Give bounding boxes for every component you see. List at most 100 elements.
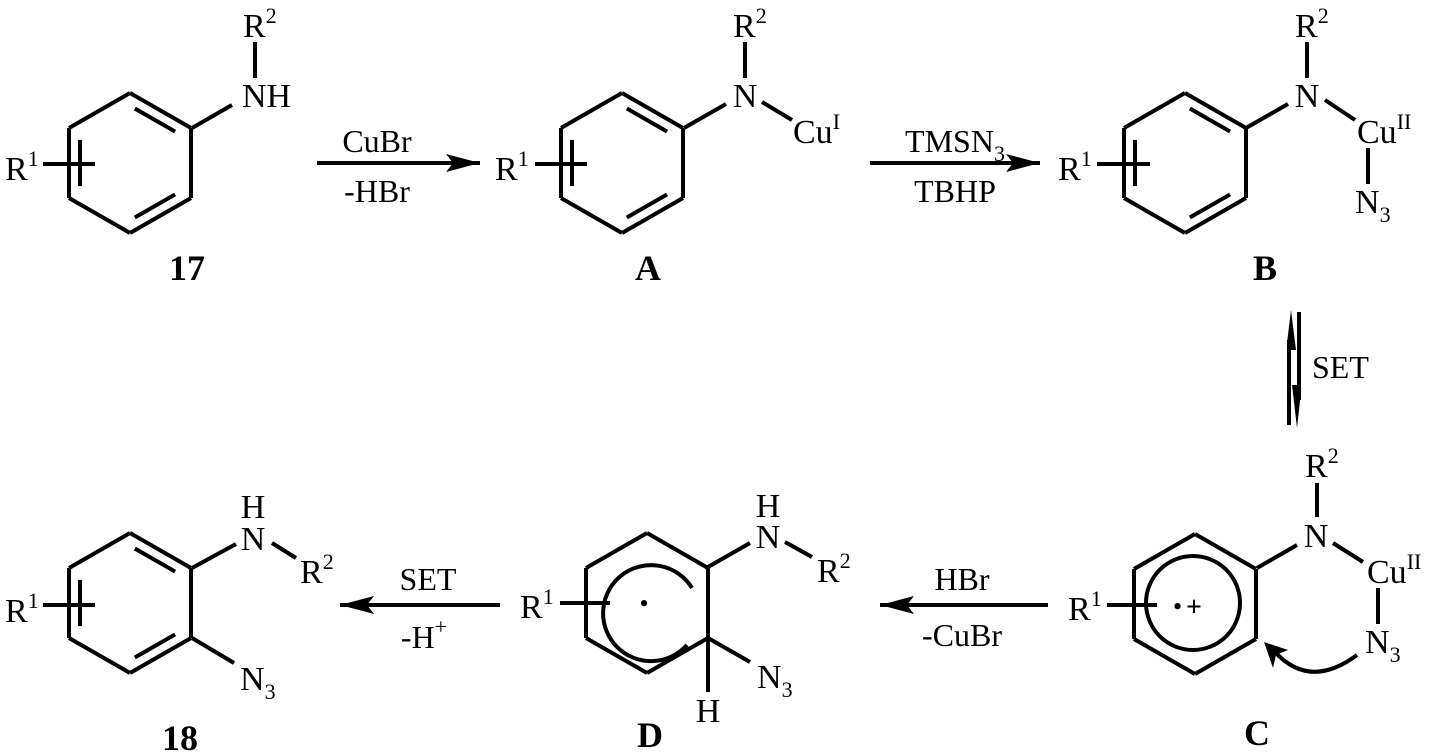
curved-arrow-head	[1264, 642, 1288, 668]
arrow-step-4: HBr -CuBr	[922, 561, 1002, 653]
n-ring-bond	[191, 103, 233, 130]
ring-bond	[68, 196, 131, 235]
radical-dot: •	[1173, 592, 1182, 621]
r2-substituent: R2	[733, 3, 767, 45]
ring-n3-bond	[707, 636, 751, 664]
ring-bond	[68, 531, 131, 570]
ring-bond	[68, 91, 131, 130]
r1-substituent: R1	[1068, 586, 1102, 628]
ring-bond	[68, 636, 131, 675]
reagent-above: HBr	[934, 561, 989, 597]
azide-group: N3	[240, 661, 276, 704]
ring-double-bond	[133, 546, 177, 574]
nitrogen-atom: N	[1295, 78, 1320, 115]
reagent-below: -H+	[401, 614, 447, 655]
ring-double-bond	[133, 632, 177, 660]
r2-substituent: R2	[817, 548, 851, 590]
r1-substituent: R1	[5, 146, 39, 188]
ring-double-bond	[133, 106, 177, 134]
arrow-step-2-head	[1006, 154, 1040, 172]
intermediate-c: R1 R2 N CuII N3 • + C	[1068, 443, 1421, 753]
reagent-above: CuBr	[342, 123, 412, 159]
n-ring-bond	[191, 542, 237, 570]
ring-bond	[1184, 91, 1247, 130]
nitrogen-atom: N	[241, 521, 266, 558]
nitrogen-atom: N	[1304, 518, 1329, 555]
arrow-step-5-head	[340, 596, 374, 614]
ring-bond	[585, 636, 648, 675]
ring-double-bond	[1188, 106, 1232, 134]
ring-bond	[1184, 196, 1247, 235]
product-18: R1 H N R2 N3 18	[5, 489, 334, 756]
arrow-step-1: CuBr -HBr	[342, 123, 412, 209]
cation-charge: +	[1186, 592, 1202, 623]
ring-bond	[646, 531, 709, 570]
n-r2-bond	[784, 540, 813, 559]
n-ring-bond	[683, 102, 727, 130]
arrow-step-4-head	[880, 596, 914, 614]
n-r2-bond	[270, 541, 298, 560]
compound-label: C	[1244, 713, 1270, 753]
reagent-below: -HBr	[344, 173, 410, 209]
ring-bond	[1194, 637, 1257, 676]
arrow-step-2: TMSN3 TBHP	[905, 123, 1005, 209]
equilibrium-forward-half-head	[1292, 385, 1301, 428]
intermediate-d: R1 H N R2 N3 H • D	[520, 488, 851, 755]
azide-group: N3	[1355, 184, 1391, 227]
ring-bond	[1123, 196, 1186, 235]
ring-double-bond	[625, 192, 669, 220]
curved-arrow	[1273, 650, 1359, 674]
ring-bond	[1133, 532, 1196, 571]
ring-double-bond	[133, 192, 177, 220]
r2-substituent: R2	[1295, 3, 1329, 45]
intermediate-b: R1 R2 N CuII N3 B	[1058, 3, 1411, 288]
ring-bond	[621, 196, 684, 235]
n-cu-bond	[1331, 541, 1365, 564]
compound-label: 18	[162, 718, 198, 756]
copper-atom: CuI	[793, 109, 840, 151]
ring-n3-bond	[190, 636, 236, 665]
r2-substituent: R2	[300, 549, 334, 591]
ring-double-bond	[625, 106, 669, 134]
r1-substituent: R1	[5, 588, 39, 630]
compound-label: A	[635, 248, 661, 288]
nh-hydrogen: H	[756, 488, 781, 525]
ring-bond	[1123, 91, 1186, 130]
reagent-above: TMSN3	[905, 123, 1005, 166]
radical-arc	[601, 563, 694, 664]
n-ring-bond	[1245, 102, 1289, 130]
ring-bond	[129, 531, 192, 570]
copper-atom: CuII	[1357, 109, 1411, 151]
compound-label: 17	[169, 248, 205, 288]
ring-bond	[1194, 532, 1257, 571]
compound-17: R1 R2 NH 17	[5, 3, 291, 288]
ring-hydrogen: H	[696, 693, 721, 730]
ring-bond	[560, 91, 623, 130]
n-ring-bond	[707, 541, 751, 569]
n-cu-bond	[1323, 98, 1357, 122]
copper-atom: CuII	[1367, 549, 1421, 591]
nitrogen-atom: N	[733, 78, 758, 115]
ring-bond	[621, 91, 684, 130]
ring-bond	[585, 531, 648, 570]
ring-bond	[560, 196, 623, 235]
reagent-above: SET	[400, 561, 457, 597]
reagent-below: -CuBr	[922, 617, 1002, 653]
r2-substituent: R2	[1305, 443, 1339, 485]
n-cu-bond	[760, 100, 794, 122]
r1-substituent: R1	[520, 584, 554, 626]
bond-geometry	[43, 42, 1380, 692]
nitrogen-atom: N	[756, 519, 781, 556]
amine-nh: NH	[242, 78, 291, 115]
arrow-step-5: SET -H+	[400, 561, 457, 655]
compound-label: D	[637, 715, 663, 755]
r1-substituent: R1	[1058, 146, 1092, 188]
arrow-step-1-head	[446, 154, 480, 172]
n-ring-bond	[1256, 543, 1298, 570]
ring-double-bond	[1188, 192, 1232, 220]
r1-substituent: R1	[495, 146, 529, 188]
reagent-below: TBHP	[914, 173, 996, 209]
reagent-side: SET	[1312, 349, 1369, 385]
azide-group: N3	[757, 659, 793, 702]
